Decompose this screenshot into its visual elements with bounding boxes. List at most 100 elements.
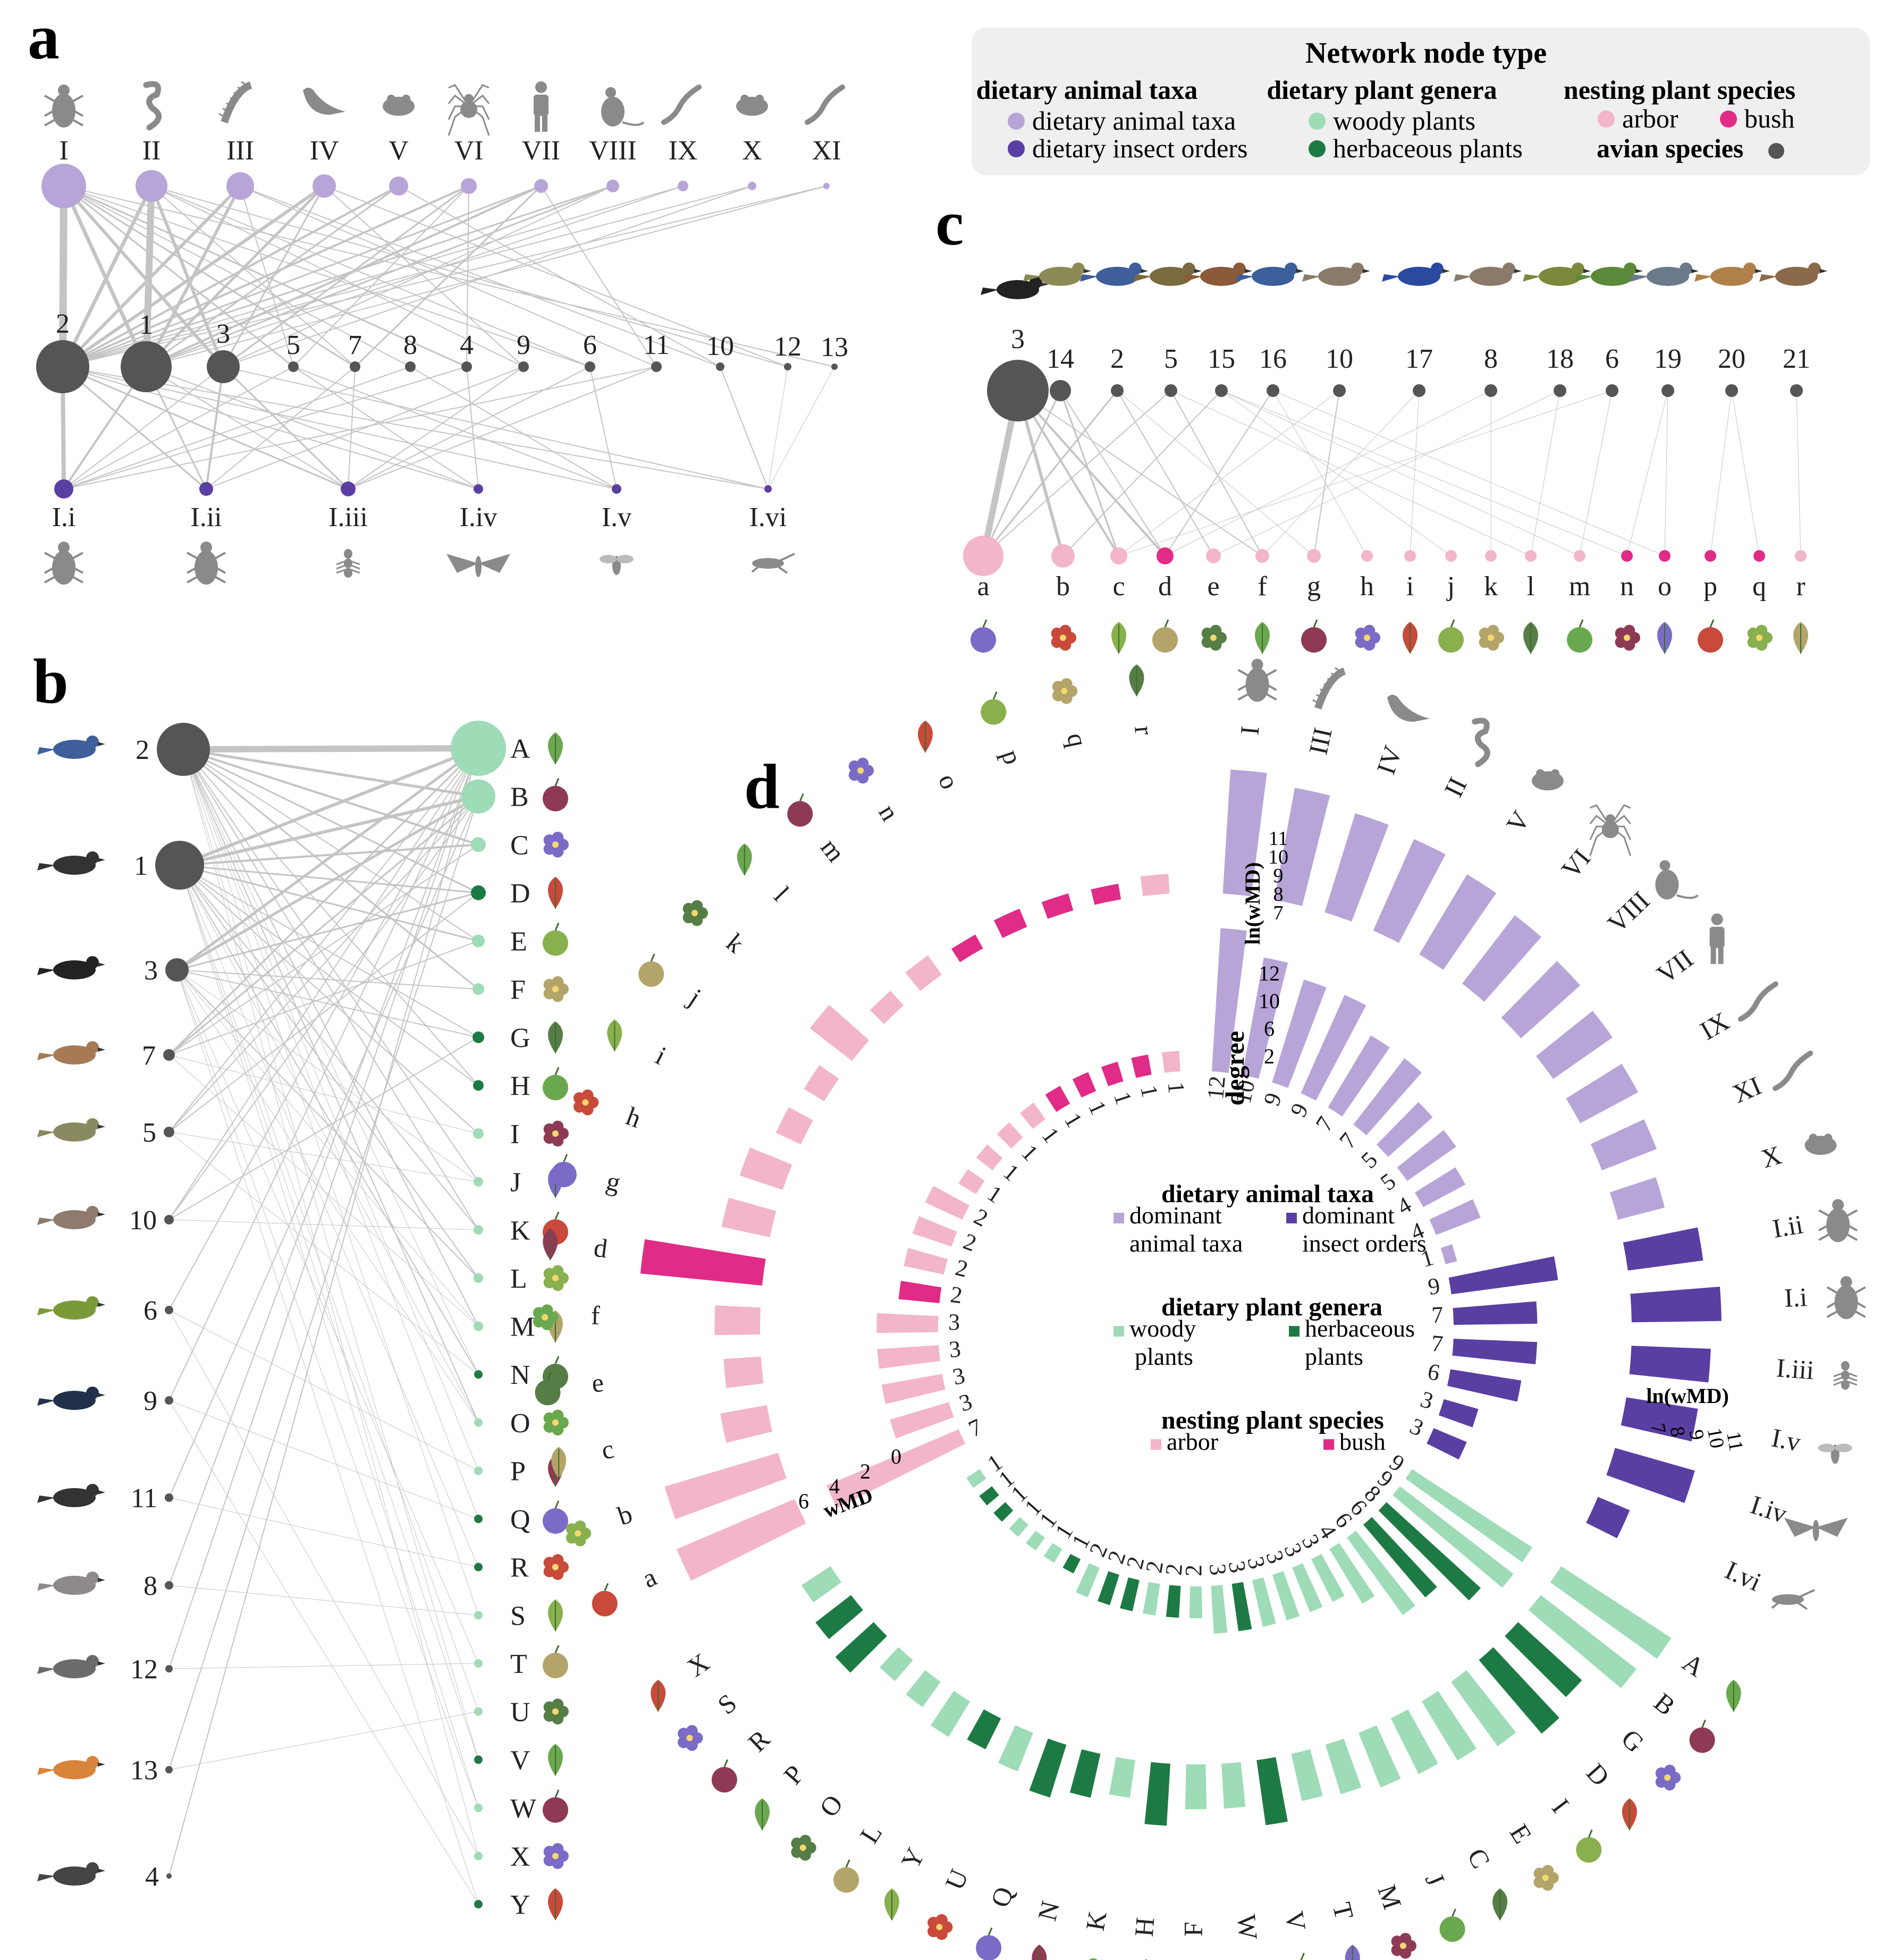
plant-illustration-icon <box>543 831 569 858</box>
edge-c <box>1262 390 1420 556</box>
edge-a-top <box>324 185 788 367</box>
degree-bar <box>1026 1531 1045 1551</box>
edge-b <box>183 748 479 990</box>
bird-label: 10 <box>1326 344 1353 374</box>
bird-label: 16 <box>1259 344 1287 374</box>
edge-b <box>183 749 479 1182</box>
bird-illustration-icon <box>37 1387 105 1410</box>
category-label: I.iii <box>1775 1353 1815 1385</box>
bird-node <box>165 958 189 982</box>
edge-c <box>1118 390 1613 556</box>
edge-c <box>1530 390 1560 556</box>
plant-illustration-icon <box>737 843 752 876</box>
degree-bar <box>966 1469 986 1488</box>
bird-illustration-icon <box>37 956 105 979</box>
edge-b <box>176 969 479 990</box>
plant-illustration-icon <box>638 953 664 987</box>
bird-label: 12 <box>130 1654 158 1685</box>
plant-genus-node <box>474 1515 483 1523</box>
degree-value-label: 1 <box>1083 1097 1112 1118</box>
edge-a-bottom <box>62 366 769 489</box>
plant-illustration-icon <box>678 1725 703 1751</box>
category-label: IV <box>1371 742 1408 778</box>
plant-illustration-icon <box>543 778 568 812</box>
edge-b <box>183 749 479 1230</box>
plant-genus-node <box>461 779 495 814</box>
degree-bar <box>1166 1585 1181 1618</box>
degree-value-label: 1 <box>1059 1109 1087 1132</box>
edge-a-top <box>293 185 469 367</box>
plant-illustration-icon <box>1300 1953 1305 1960</box>
degree-bar <box>1242 957 1288 1079</box>
plant-illustration-icon <box>1345 1945 1360 1960</box>
outer-bar <box>1528 1595 1637 1688</box>
outer-bar <box>1479 1647 1559 1734</box>
edge-b <box>168 748 479 1401</box>
spider-icon <box>448 84 490 136</box>
outer-bar <box>951 934 983 962</box>
animal-taxon-label: IV <box>310 136 339 166</box>
edge-b <box>168 1400 479 1905</box>
edge-b <box>168 892 479 1133</box>
bird-node <box>518 361 529 372</box>
animal-taxon-node <box>136 170 167 202</box>
plant-genus-label: D <box>510 878 530 909</box>
inner-legend-swatch <box>1323 1439 1334 1450</box>
outer-bar <box>802 1566 842 1603</box>
edge-a-bottom <box>206 366 524 489</box>
inner-legend-header: dietary animal taxa <box>1161 1180 1374 1208</box>
edge-a-top <box>59 185 68 367</box>
edge-a-bottom <box>348 366 657 489</box>
edge-c <box>1117 390 1214 556</box>
plant-illustration-icon <box>917 720 933 753</box>
plant-illustration-icon <box>533 1304 559 1330</box>
category-label: I.ii <box>1770 1209 1805 1244</box>
bird-illustration-icon <box>37 1756 105 1779</box>
outer-bar <box>1550 1566 1672 1659</box>
bird-node <box>987 360 1049 421</box>
outer-bar <box>1630 1286 1722 1323</box>
category-label: f <box>591 1300 600 1330</box>
edge-a-top <box>223 185 613 367</box>
nesting-plant-label: i <box>1406 571 1414 602</box>
outer-bar <box>1629 1346 1711 1383</box>
degree-bar <box>993 1502 1014 1522</box>
degree-bar <box>1009 1517 1029 1537</box>
insect-order-node <box>764 485 772 493</box>
nesting-plant-label: l <box>1527 571 1534 602</box>
plant-illustration-icon <box>543 1228 558 1261</box>
bird-node <box>1661 384 1674 397</box>
degree-bar <box>1311 1553 1345 1602</box>
outer-bar <box>1222 770 1267 897</box>
edge-b <box>183 749 479 942</box>
outer-bar <box>993 908 1027 939</box>
edge-a-bottom <box>767 366 788 489</box>
plant-illustration-icon <box>1793 622 1808 654</box>
nesting-plant-node <box>1525 550 1537 562</box>
edge-a-bottom <box>63 366 294 489</box>
bird-icon <box>303 88 345 115</box>
bird-label: 10 <box>706 331 734 361</box>
outer-bar <box>1536 1010 1613 1079</box>
lizard-icon <box>1737 981 1778 1022</box>
legend-animal-item1: dietary animal taxa <box>1032 106 1236 136</box>
inner-legend-item: arbor <box>1167 1428 1218 1455</box>
panel-d-circular-chart: 12I10III9IV9II7V7VI5VIII5VII4IX4XI1X9I.i… <box>533 658 1866 1960</box>
bird-illustration-icon <box>1575 263 1643 286</box>
degree-bar <box>1292 1563 1323 1612</box>
plant-genus-label: A <box>510 734 530 764</box>
category-label: p <box>996 746 1028 768</box>
bird-node <box>165 1665 173 1672</box>
plant-illustration-icon <box>535 1372 561 1406</box>
degree-value-label: 9 <box>1259 1089 1287 1109</box>
degree-bar <box>976 1144 1003 1171</box>
plant-illustration-icon <box>755 1798 770 1830</box>
category-label: S <box>712 1688 742 1720</box>
degree-value-label: 1 <box>983 1449 1007 1477</box>
edge-b <box>176 969 479 1182</box>
category-label: I <box>1234 725 1264 737</box>
outer-bar <box>1109 1757 1135 1798</box>
degree-bar <box>1329 1543 1375 1604</box>
degree-value-label: 9 <box>1426 1272 1442 1300</box>
